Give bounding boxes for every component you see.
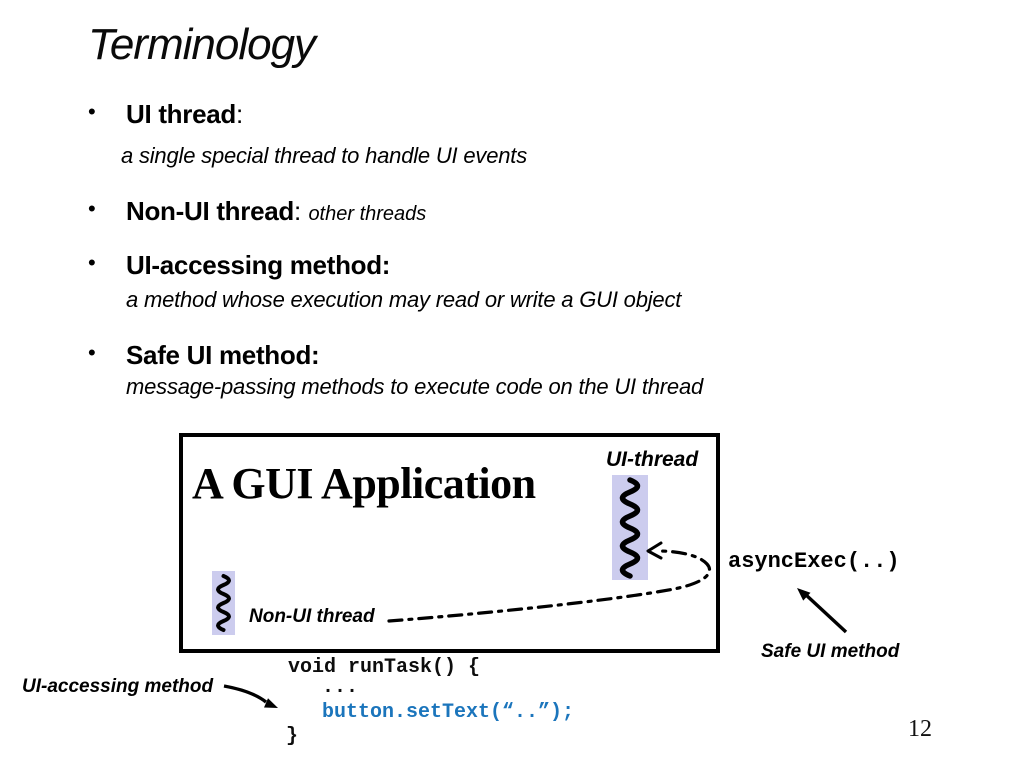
bullet-safe-ui-method: • Safe UI method: — [88, 340, 320, 371]
bullet-safe-ui-desc: message-passing methods to execute code … — [126, 374, 704, 399]
code-line-runtask: void runTask() { — [288, 656, 481, 679]
bullet-marker: • — [88, 99, 96, 124]
code-line-ellipsis: ... — [322, 676, 359, 699]
ui-thread-squiggle-icon — [612, 475, 648, 580]
bullet-term: UI-accessing method: — [126, 250, 391, 280]
bullet-ui-thread: • UI thread: — [88, 99, 243, 130]
bullet-term: UI thread — [126, 99, 236, 129]
bullet-inline-desc: other threads — [308, 203, 427, 225]
safe-ui-arrow — [803, 592, 848, 634]
gui-application-title: A GUI Application — [192, 459, 536, 508]
page-title: Terminology — [88, 20, 316, 69]
ui-accessing-method-label: UI-accessing method — [22, 676, 214, 697]
bullet-non-ui-thread: • Non-UI thread: other threads — [88, 196, 426, 227]
async-exec-label: asyncExec(..) — [728, 549, 900, 574]
ui-accessing-arrowhead-icon — [264, 698, 278, 708]
bullet-term: Safe UI method: — [126, 340, 320, 370]
ui-thread-label: UI-thread — [606, 448, 699, 471]
non-ui-thread-squiggle-icon — [212, 571, 235, 635]
bullet-marker: • — [88, 250, 96, 275]
bullet-marker: • — [88, 340, 96, 365]
bullet-ui-accessing-method: • UI-accessing method: — [88, 250, 390, 281]
bullet-separator: : — [293, 196, 309, 226]
bullet-ui-accessing-desc: a method whose execution may read or wri… — [126, 287, 682, 312]
bullet-marker: • — [88, 196, 96, 221]
non-ui-thread-label: Non-UI thread — [249, 606, 375, 627]
page-number: 12 — [908, 716, 932, 742]
code-line-closebrace: } — [286, 725, 299, 748]
safe-ui-arrowhead-icon — [797, 588, 811, 601]
safe-ui-method-label: Safe UI method — [761, 641, 900, 662]
bullet-separator: : — [235, 99, 244, 129]
bullet-term: Non-UI thread — [126, 196, 294, 226]
ui-accessing-arrow — [223, 684, 268, 704]
bullet-ui-thread-desc: a single special thread to handle UI eve… — [121, 143, 527, 168]
code-line-settext: button.setText(“..”); — [322, 701, 575, 724]
